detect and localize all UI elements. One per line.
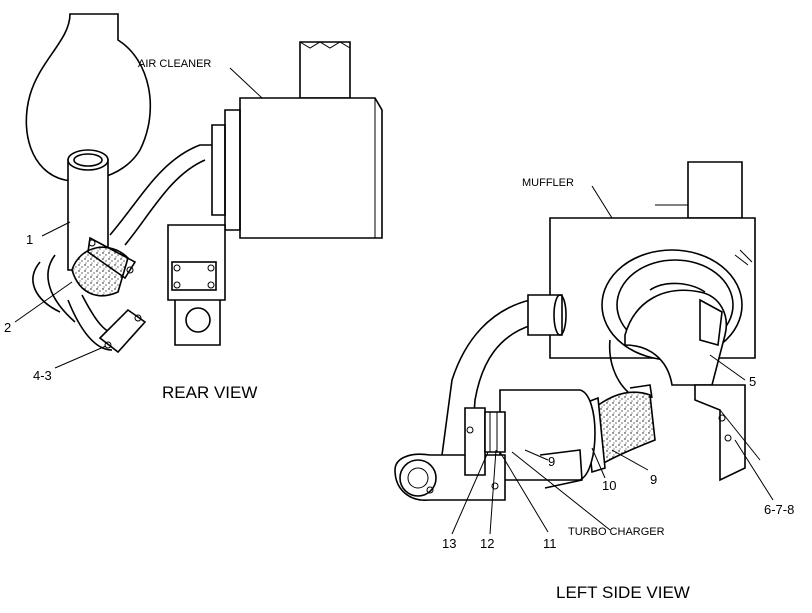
callout-2: 2: [4, 320, 11, 335]
rear-view-title: REAR VIEW: [162, 383, 257, 402]
muffler-label: MUFFLER: [522, 177, 574, 189]
left-side-view-title: LEFT SIDE VIEW: [556, 583, 690, 602]
callout-1: 1: [26, 232, 33, 247]
callout-12: 12: [480, 536, 494, 551]
callout-10: 10: [602, 478, 616, 493]
callout-4-3: 4-3: [33, 368, 52, 383]
rear-view-drawing: [25, 13, 383, 354]
callout-13: 13: [442, 536, 456, 551]
turbo-charger-body: [394, 389, 596, 501]
callout-6-7-8: 6-7-8: [764, 502, 794, 517]
intake-pipe: [439, 294, 567, 471]
muffler-inlet-elbow: [608, 282, 727, 393]
callout-11: 11: [543, 536, 557, 551]
rear-mount-bracket: [167, 224, 226, 346]
left-mount-bracket: [694, 384, 761, 482]
rear-connector-hose: [109, 144, 212, 236]
air-cleaner-body: [211, 41, 383, 239]
callout-9-clamp: 9: [548, 454, 555, 469]
rear-lower-elbow: [32, 254, 147, 354]
left-view-leaders: [451, 185, 774, 535]
callout-9-hose: 9: [650, 472, 657, 487]
turbo-charger-label: TURBO CHARGER: [568, 526, 665, 538]
air-cleaner-label: AIR CLEANER: [138, 58, 211, 70]
rear-view-leaders: [14, 67, 263, 369]
callout-5: 5: [749, 374, 756, 389]
left-side-view-drawing: [394, 161, 761, 501]
rear-exhaust-elbow: [71, 236, 137, 297]
